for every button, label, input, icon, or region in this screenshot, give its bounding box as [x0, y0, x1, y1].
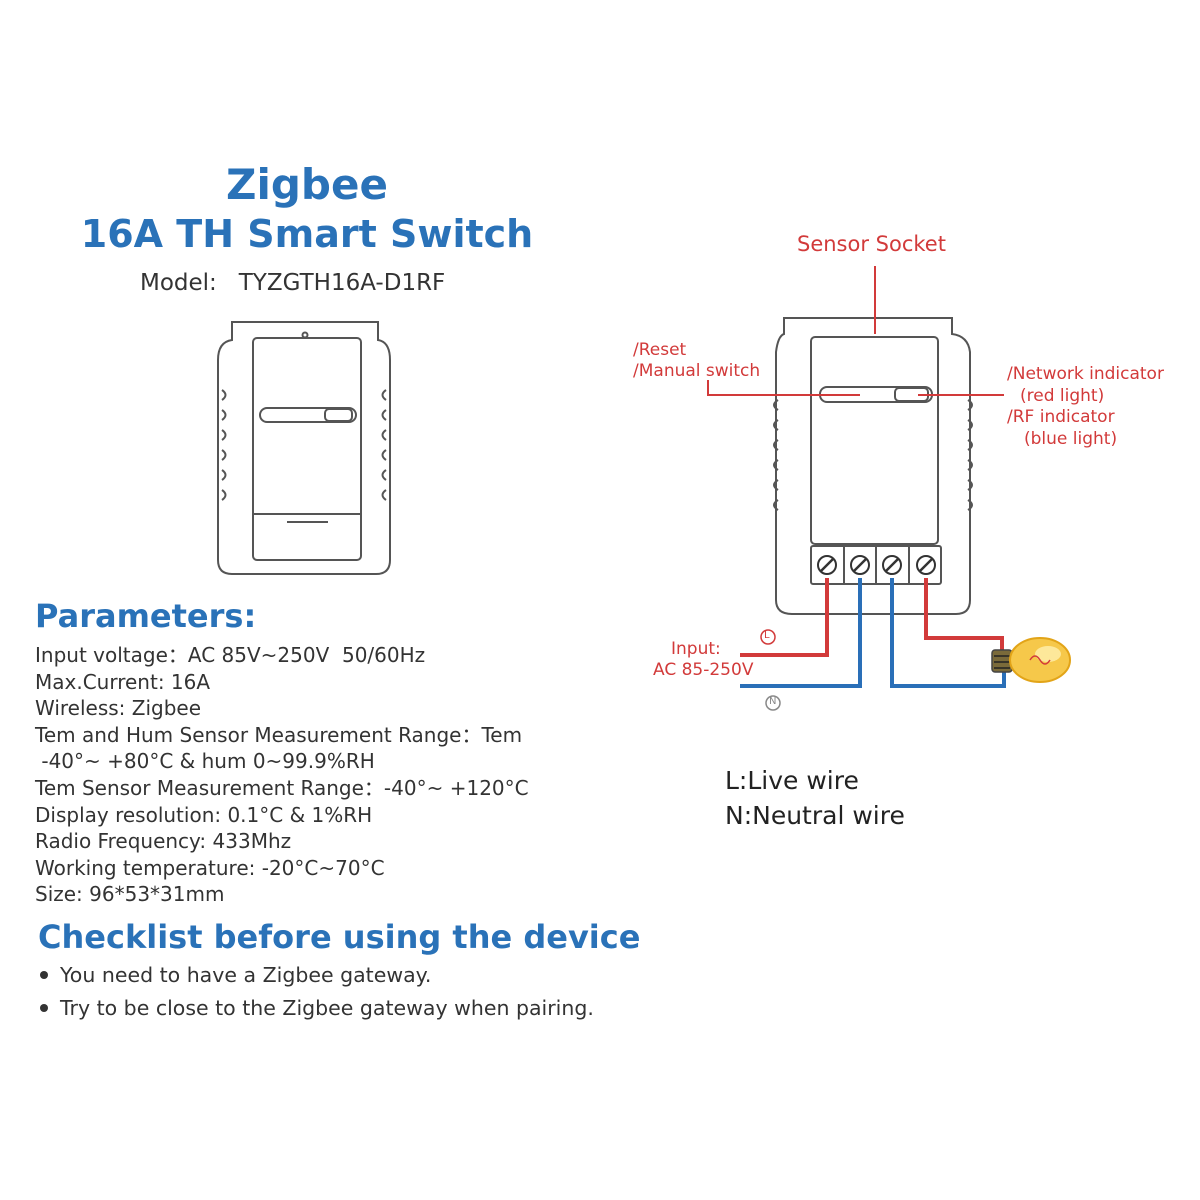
- reset-label: /Reset: [633, 340, 687, 360]
- sensor-socket-label: Sensor Socket: [797, 232, 946, 256]
- rf-indicator-label: /RF indicator: [1007, 407, 1115, 427]
- param-line: Wireless: Zigbee: [35, 696, 202, 721]
- brand-title: Zigbee: [226, 160, 388, 209]
- parameters-list: Input voltage：AC 85V~250V 50/60Hz Max.Cu…: [35, 642, 575, 908]
- device-body: [775, 317, 971, 615]
- neutral-load-wire: [890, 578, 1006, 688]
- device-face: [810, 336, 939, 545]
- model-number: Model: TYZGTH16A-D1RF: [140, 270, 446, 296]
- live-input-wire: [740, 578, 829, 657]
- input-range-label: AC 85-250V: [653, 660, 754, 680]
- checklist-list: You need to have a Zigbee gateway. Try t…: [40, 958, 594, 1024]
- reset-leader: [707, 380, 860, 396]
- bullet-icon: [40, 970, 48, 979]
- param-line: Tem and Hum Sensor Measurement Range：Tem: [35, 722, 523, 747]
- param-line: Size: 96*53*31mm: [35, 882, 225, 907]
- neutral-marker-letter: N: [769, 696, 777, 707]
- list-item: You need to have a Zigbee gateway.: [40, 958, 594, 991]
- blue-light-label: (blue light): [1024, 429, 1118, 449]
- param-line: -40°~ +80°C & hum 0~99.9%RH: [35, 749, 375, 774]
- param-line: Input voltage：AC 85V~250V 50/60Hz: [35, 643, 426, 667]
- live-marker-icon: [760, 629, 776, 645]
- param-line: Display resolution: 0.1°C & 1%RH: [35, 802, 373, 827]
- live-load-wire: [924, 578, 1004, 650]
- neutral-marker-icon: [765, 695, 781, 711]
- parameters-heading: Parameters:: [35, 597, 257, 635]
- legend-neutral: N:Neutral wire: [725, 801, 905, 830]
- input-label: Input:: [671, 639, 721, 659]
- list-item: Try to be close to the Zigbee gateway wh…: [40, 991, 594, 1024]
- bullet-icon: [40, 1003, 48, 1012]
- param-line: Radio Frequency: 433Mhz: [35, 829, 292, 854]
- network-indicator-label: /Network indicator: [1007, 364, 1164, 384]
- param-line: Working temperature: -20°C~70°C: [35, 855, 385, 880]
- product-title: 16A TH Smart Switch: [80, 212, 534, 256]
- param-line: Tem Sensor Measurement Range：-40°~ +120°…: [35, 775, 529, 800]
- list-item-text: Try to be close to the Zigbee gateway wh…: [60, 995, 594, 1020]
- checklist-heading: Checklist before using the device: [38, 918, 641, 956]
- neutral-input-wire: [740, 578, 862, 688]
- legend-live: L:Live wire: [725, 766, 859, 795]
- list-item-text: You need to have a Zigbee gateway.: [60, 962, 432, 987]
- live-marker-letter: L: [764, 630, 770, 641]
- manual-switch-label: /Manual switch: [633, 361, 761, 381]
- param-line: Max.Current: 16A: [35, 669, 211, 694]
- red-light-label: (red light): [1020, 386, 1105, 406]
- light-bulb-icon: [991, 637, 1071, 683]
